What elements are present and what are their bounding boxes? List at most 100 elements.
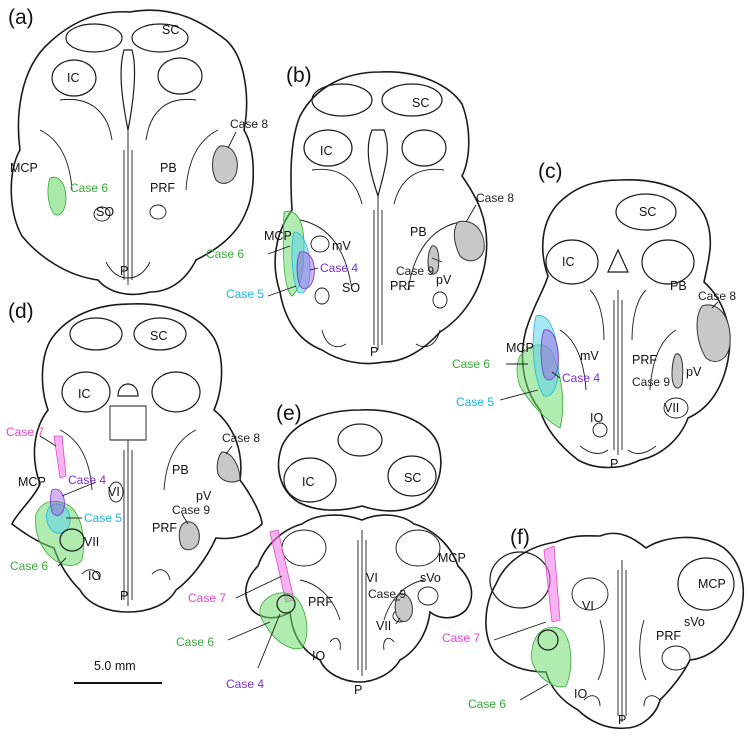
panel-c-case6-label: Case 6 — [452, 357, 490, 371]
panel-c-case9-label: Case 9 — [632, 375, 670, 389]
panel-e-p: P — [354, 683, 362, 697]
panel-f-outline — [485, 532, 745, 730]
panel-d-case5-label: Case 5 — [84, 511, 122, 525]
panel-c-outline — [521, 179, 731, 469]
panel-a-mcp: MCP — [10, 161, 38, 175]
panel-e-upper-outline — [277, 409, 442, 512]
panel-a-p: P — [120, 264, 128, 278]
scale-bar-label: 5.0 mm — [94, 659, 136, 673]
panel-d-case8-region — [216, 451, 241, 483]
panel-e-case7-label: Case 7 — [188, 591, 226, 605]
panel-f-label: (f) — [510, 526, 530, 549]
panel-a-label: (a) — [8, 6, 34, 29]
panel-b: (b) SC IC MCP mV PB pV SO PRF P Case 8 C… — [206, 64, 514, 365]
panel-e-vii: VII — [376, 619, 391, 633]
panel-f-p: P — [618, 713, 626, 727]
panel-d-label: (d) — [8, 300, 34, 323]
panel-e-case4-label: Case 4 — [226, 677, 264, 691]
panel-f-mcp: MCP — [698, 577, 726, 591]
panel-d-case4-region — [50, 488, 65, 516]
panel-d: (d) SC IC MCP PB VI pV PRF VII IO P Case… — [6, 300, 263, 613]
panel-a-case8-label: Case 8 — [230, 117, 268, 131]
panel-c-case8-region — [696, 304, 731, 362]
panel-a-so: SO — [96, 205, 114, 219]
panel-b-ic: IC — [320, 144, 333, 158]
panel-a-case6-region — [47, 176, 67, 216]
panel-b-case8-region — [453, 220, 485, 262]
panel-b-mcp: MCP — [264, 229, 292, 243]
panel-b-so: SO — [342, 281, 360, 295]
panel-e-sc: SC — [404, 471, 421, 485]
panel-c-mcp: MCP — [506, 341, 534, 355]
panel-d-ic: IC — [78, 387, 91, 401]
panel-b-outline — [274, 71, 488, 365]
panel-b-case6-label: Case 6 — [206, 247, 244, 261]
panel-e-case9-label: Case 9 — [368, 587, 406, 601]
panel-c-case5-label: Case 5 — [456, 395, 494, 409]
scale-bar: 5.0 mm — [74, 659, 162, 684]
panel-c-vii: VII — [664, 401, 679, 415]
panel-b-case5-region — [291, 231, 311, 294]
panel-d-vi: VI — [108, 485, 120, 499]
panel-c-case9-region — [671, 353, 684, 389]
panel-c-case5-region — [532, 315, 559, 397]
panel-e-vi: VI — [366, 571, 378, 585]
panel-d-case9-label: Case 9 — [172, 503, 210, 517]
panel-e-svo: sVo — [420, 571, 441, 585]
panel-e-case9-region — [394, 593, 413, 622]
panel-b-case4-label: Case 4 — [320, 261, 358, 275]
panel-b-pb: PB — [410, 225, 427, 239]
panel-c-sc: SC — [639, 205, 656, 219]
panel-c-pb: PB — [670, 279, 687, 293]
panel-d-io: IO — [88, 569, 101, 583]
panel-d-case7-region — [53, 435, 67, 479]
panel-f-case7-label: Case 7 — [442, 631, 480, 645]
panel-b-label: (b) — [286, 64, 312, 87]
panel-c-mv: mV — [580, 349, 599, 363]
panel-f: (f) MCP VI sVo PRF IO P Case 7 Case 6 — [442, 526, 745, 730]
panel-d-case7-label: Case 7 — [6, 425, 44, 439]
panel-d-sc: SC — [150, 329, 167, 343]
panel-f-prf: PRF — [656, 629, 681, 643]
panel-a-ic-shape — [51, 59, 97, 97]
panel-c-prf: PRF — [632, 353, 657, 367]
panel-a-case8-region — [212, 145, 238, 184]
panel-e-ic: IC — [302, 475, 315, 489]
panel-f-io: IO — [574, 687, 587, 701]
panel-b-mv: mV — [332, 239, 351, 253]
panel-d-case8-label: Case 8 — [222, 431, 260, 445]
panel-b-case9-label: Case 9 — [396, 264, 434, 278]
panel-e-io: IO — [312, 649, 325, 663]
panel-e-case6-label: Case 6 — [176, 635, 214, 649]
panel-d-p: P — [120, 589, 128, 603]
panel-b-pv: pV — [436, 273, 452, 287]
panel-a-ic: IC — [67, 71, 80, 85]
panel-d-pb: PB — [172, 463, 189, 477]
panel-d-prf: PRF — [152, 521, 177, 535]
panel-b-case9-region — [427, 245, 440, 275]
panel-e-mcp: MCP — [438, 551, 466, 565]
panel-a-pb: PB — [160, 161, 177, 175]
panel-b-case8-label: Case 8 — [476, 191, 514, 205]
panel-c-case4-label: Case 4 — [562, 371, 600, 385]
panel-b-prf: PRF — [390, 279, 415, 293]
panel-c-p: P — [610, 457, 618, 471]
panel-d-vii: VII — [84, 535, 99, 549]
panel-f-case6-label: Case 6 — [468, 697, 506, 711]
panel-a: (a) SC IC MCP PB PRF SO P Case 8 Case 6 — [8, 6, 268, 296]
panel-c-io: IO — [590, 411, 603, 425]
panel-c-case4-region — [540, 329, 559, 381]
panel-a-case6-label: Case 6 — [70, 181, 108, 195]
panel-f-case7-region — [543, 545, 561, 623]
panel-c: (c) SC IC PB MCP mV PRF pV VII IO P Case… — [452, 160, 736, 471]
panel-b-case5-label: Case 5 — [226, 287, 264, 301]
panel-b-p: P — [370, 345, 378, 359]
panel-e-label: (e) — [276, 402, 302, 425]
panel-d-pv: pV — [196, 489, 212, 503]
panel-b-sc: SC — [412, 96, 429, 110]
panel-c-ic: IC — [562, 255, 575, 269]
panel-f-case6-region — [530, 626, 572, 688]
panel-a-prf: PRF — [150, 181, 175, 195]
panel-d-case4-label: Case 4 — [68, 473, 106, 487]
